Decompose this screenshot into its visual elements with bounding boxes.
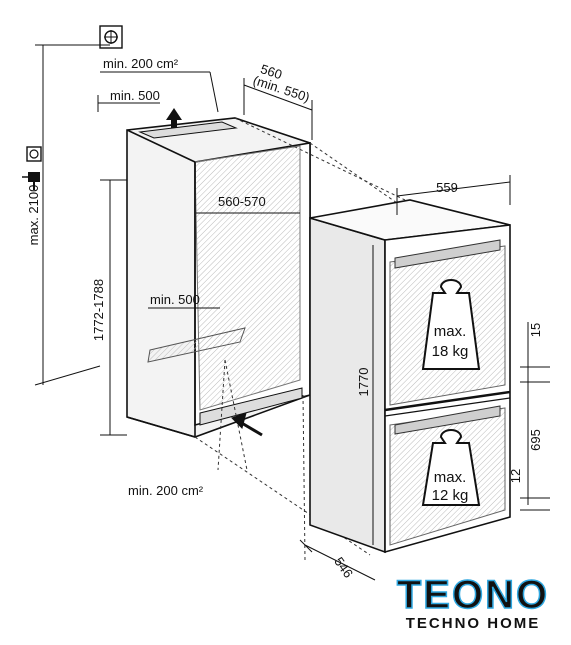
niche-width-label: 560-570 [218,194,266,209]
plug-icon [22,172,40,190]
load-top-max: max. [434,323,467,340]
load-bottom-max: max. [434,469,467,486]
vent-bottom-depth-label: min. 500 [150,292,200,307]
airflow-arrow-icon [231,412,263,437]
weight-icon: max. 18 kg [421,279,481,370]
power-socket-icon [26,146,42,162]
appliance-depth-label: 546 [331,554,356,580]
load-bottom-value: 12 kg [432,487,469,504]
appliance-width-label: 559 [436,180,458,195]
water-connection-icon [99,25,123,49]
airflow-arrow-icon [166,108,182,128]
load-top-value: 18 kg [432,343,469,360]
door-bottom-height-label: 695 [528,429,543,451]
niche-depth-min-label: (min. 550) [251,73,311,105]
gap-top-label: 15 [528,323,543,337]
vent-top-area-label: min. 200 cm² [103,56,179,71]
weight-icon: max. 12 kg [421,429,481,506]
niche-height-label: 1772-1788 [91,279,106,341]
appliance-body [309,199,511,554]
vent-top-depth-label: min. 500 [110,88,160,103]
vent-bottom-area-label: min. 200 cm² [128,483,204,498]
brand-tagline: TECHNO HOME [406,615,541,632]
brand-name: TEONO [397,573,549,617]
niche-depth-label: 560 [259,61,284,82]
brand-logo: TEONO TECHNO HOME [396,572,549,632]
dimension-lines [34,44,550,581]
gap-bottom-label: 12 [508,469,523,483]
appliance-height-label: 1770 [356,368,371,397]
niche-cabinet [126,117,311,438]
max-height-label: max. 2100 [26,185,41,246]
